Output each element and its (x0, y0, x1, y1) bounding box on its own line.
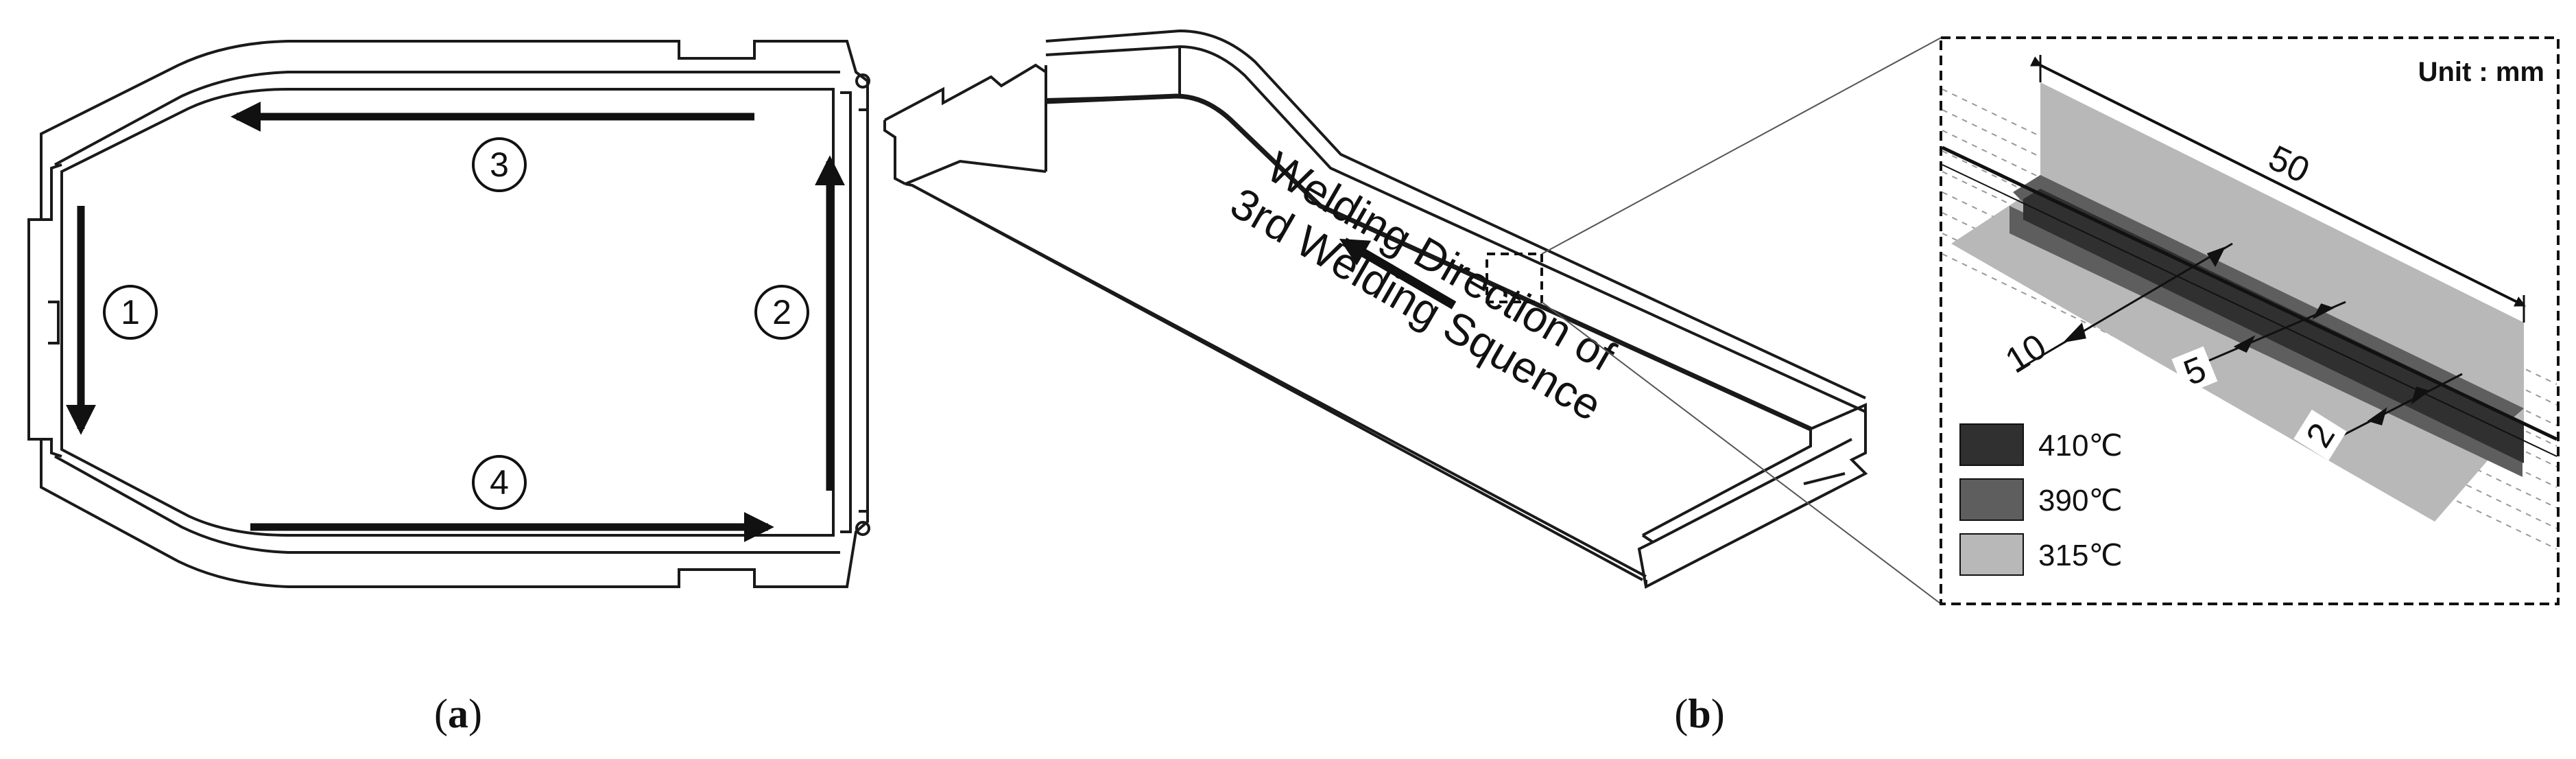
seq-label-3: 3 (472, 137, 527, 192)
seq-number-1: 1 (121, 293, 140, 331)
legend-label-390: 390℃ (2038, 484, 2123, 517)
zoom-leader-top (1541, 37, 1942, 255)
seq-label-1: 1 (103, 285, 158, 340)
legend-swatch-410 (1959, 423, 2024, 466)
temperature-legend: 410℃ 390℃ 315℃ (1959, 423, 2123, 576)
frame-inner-outline (54, 71, 840, 554)
panel-a-sequence-labels: 1 2 3 4 (103, 137, 809, 510)
beam-top-rail-inner (1045, 45, 1866, 413)
welding-direction-arrow (1339, 237, 1457, 310)
legend-swatch-315 (1959, 533, 2024, 576)
legend-swatch-390 (1959, 478, 2024, 521)
seq-number-4: 4 (490, 463, 509, 502)
beam-web-top (1045, 47, 1181, 172)
beam-top-rail-outer (1045, 29, 1866, 399)
dimension-2 (2328, 373, 2463, 444)
dimension-50 (2029, 55, 2526, 323)
flange-hole-top (855, 73, 870, 89)
frame-cavity (60, 88, 835, 537)
detail-inset: 50 10 5 2 Unit : mm 410℃ (1940, 36, 2560, 605)
beam-right-end (1637, 402, 1868, 589)
beam-bottom-edge (911, 184, 1643, 581)
caption-b: (b) (1674, 691, 1724, 736)
zoom-leader-bottom (1541, 301, 1942, 605)
seq-number-2: 2 (772, 293, 791, 331)
legend-label-410: 410℃ (2038, 429, 2123, 463)
panel-b-beam-isometric (883, 29, 1868, 589)
dimension-10 (2016, 242, 2233, 372)
panel-a-sequence-arrows (66, 102, 845, 542)
seq-label-2: 2 (754, 285, 809, 340)
seq-number-3: 3 (490, 145, 509, 184)
unit-label: Unit : mm (2418, 57, 2544, 87)
left-flange (41, 163, 62, 458)
dimension-5 (2201, 301, 2346, 365)
frame-outer-outline (27, 40, 869, 588)
zoom-region-marker (1486, 253, 1543, 303)
right-flange (840, 91, 868, 533)
beam-left-end (883, 63, 1047, 185)
dimension-label-2-bg (2293, 409, 2347, 461)
seq-label-4: 4 (472, 455, 527, 510)
caption-b-letter: b (1688, 691, 1710, 736)
legend-label-315: 315℃ (2038, 539, 2123, 572)
caption-a: (a) (434, 691, 482, 736)
weld-bead-line (1045, 93, 1812, 432)
flange-hole-bottom (855, 521, 870, 536)
panel-a-frame-plan (27, 40, 870, 588)
caption-a-letter: a (448, 691, 468, 736)
dimension-label-5-bg (2171, 346, 2218, 395)
